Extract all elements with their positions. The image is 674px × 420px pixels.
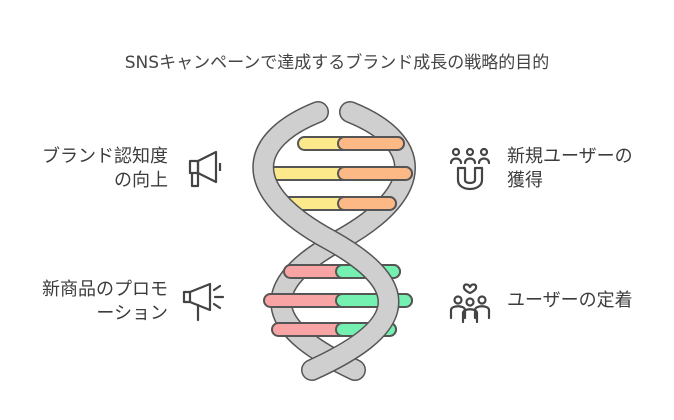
goal-user-retention: ユーザーの定着 (507, 289, 657, 313)
goal-label-line1: ユーザーの定着 (507, 290, 633, 311)
rung-3 (271, 196, 397, 211)
goal-new-user-acquisition: 新規ユーザーの 獲得 (507, 145, 657, 193)
goal-brand-awareness: ブランド認知度 の向上 (20, 145, 168, 193)
goal-label-line1: 新規ユーザーの (507, 146, 633, 167)
goal-label-line2: ーション (96, 303, 168, 324)
goal-label-line1: 新商品のプロモ (42, 279, 168, 300)
rung-2 (265, 166, 413, 181)
megaphone-icon (188, 150, 222, 188)
goal-label-line2: の向上 (114, 170, 168, 191)
diagram-title: SNSキャンペーンで達成するブランド成長の戦略的目的 (124, 53, 550, 73)
goal-product-promotion: 新商品のプロモ ーション (20, 278, 168, 326)
magnet-people-icon (449, 147, 491, 191)
goal-label-line1: ブランド認知度 (42, 146, 168, 167)
goal-label-line2: 獲得 (507, 170, 543, 191)
bullhorn-launch-icon (182, 282, 225, 322)
rung-1 (297, 136, 405, 151)
community-heart-icon (449, 283, 491, 324)
